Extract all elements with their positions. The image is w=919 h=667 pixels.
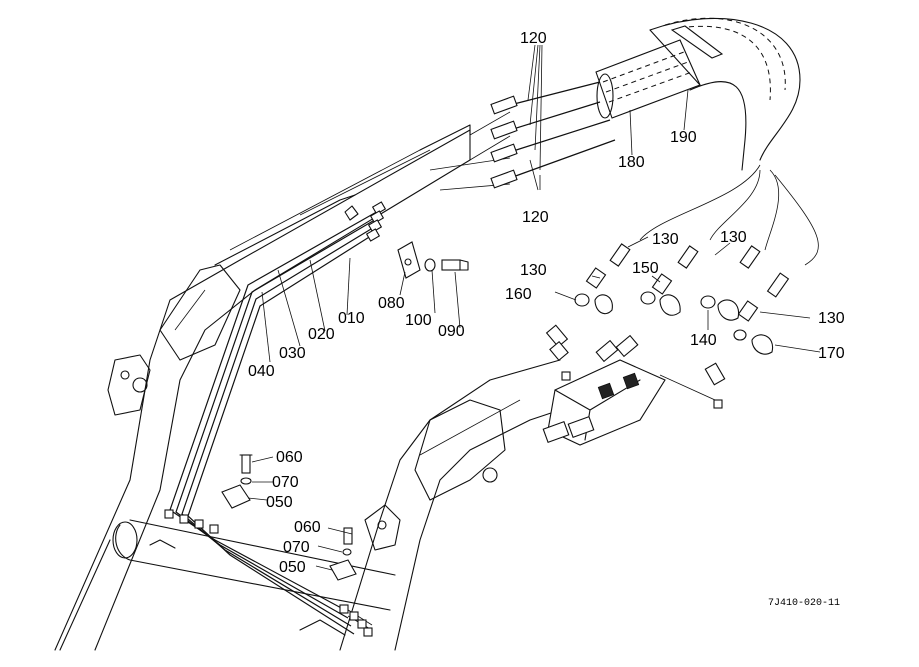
callout-050-upper: 050 xyxy=(266,494,293,511)
pipe-bottom-fittings xyxy=(164,509,373,637)
callout-190: 190 xyxy=(670,129,697,146)
callout-130-c: 130 xyxy=(520,262,547,279)
callout-160: 160 xyxy=(505,286,532,303)
callout-130-d: 130 xyxy=(818,310,845,327)
pipe-clamp-assembly xyxy=(397,241,469,279)
leader-lines xyxy=(247,44,821,571)
callout-150: 150 xyxy=(632,260,659,277)
clamp-set-upper xyxy=(221,454,253,509)
hose-fittings xyxy=(585,243,790,322)
callout-120-bottom: 120 xyxy=(522,209,549,226)
loader-arm-left xyxy=(54,124,471,651)
control-valve xyxy=(542,324,726,446)
caps-and-plugs xyxy=(574,291,774,355)
callout-060-upper: 060 xyxy=(276,449,303,466)
callout-020: 020 xyxy=(308,326,335,343)
callout-170: 170 xyxy=(818,345,845,362)
loader-arm-right xyxy=(339,359,561,651)
callout-070-lower: 070 xyxy=(283,539,310,556)
callout-070-upper: 070 xyxy=(272,474,299,491)
drawing-code: 7J410-020-11 xyxy=(768,598,840,609)
callout-130-b: 130 xyxy=(720,229,747,246)
callout-120-top: 120 xyxy=(520,30,547,47)
long-hoses xyxy=(429,81,616,191)
callout-100: 100 xyxy=(405,312,432,329)
callout-090: 090 xyxy=(438,323,465,340)
callout-130-a: 130 xyxy=(652,231,679,248)
callout-labels: 120 120 180 190 130 130 130 130 150 160 … xyxy=(248,30,845,609)
callout-080: 080 xyxy=(378,295,405,312)
hose-protector xyxy=(595,17,801,171)
valve-hoses xyxy=(639,164,819,266)
callout-180: 180 xyxy=(618,154,645,171)
callout-060-lower: 060 xyxy=(294,519,321,536)
callout-050-lower: 050 xyxy=(279,559,306,576)
callout-140: 140 xyxy=(690,332,717,349)
callout-030: 030 xyxy=(279,345,306,362)
callout-010: 010 xyxy=(338,310,365,327)
clamp-set-lower xyxy=(329,527,357,581)
callout-040: 040 xyxy=(248,363,275,380)
pipe-top-fittings xyxy=(344,201,387,242)
